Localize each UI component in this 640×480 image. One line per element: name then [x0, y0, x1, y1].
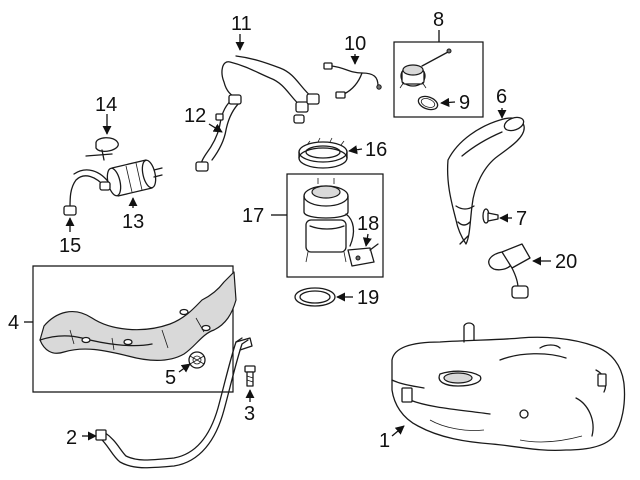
- part-1-fuel-tank[interactable]: [391, 322, 626, 452]
- group-box-4: [32, 265, 234, 393]
- leader-9: [440, 97, 456, 107]
- callout-20: 20: [555, 251, 577, 273]
- part-12-fuel-line[interactable]: [195, 94, 242, 172]
- part-14-clamp[interactable]: [85, 137, 119, 161]
- part-4-heat-shield[interactable]: [39, 271, 237, 361]
- callout-1: 1: [379, 430, 390, 452]
- leader-1: [391, 425, 405, 437]
- callout-6: 6: [496, 86, 507, 108]
- callout-2: 2: [66, 427, 77, 449]
- part-16-lock-ring[interactable]: [298, 137, 348, 169]
- part-6-filler-pipe[interactable]: [446, 115, 526, 245]
- part-13-fuel-filter[interactable]: [105, 159, 163, 197]
- callout-10: 10: [344, 33, 366, 55]
- part-11-fuel-line[interactable]: [221, 55, 320, 124]
- callout-14: 14: [95, 94, 117, 116]
- leader-12: [208, 123, 223, 133]
- part-2-tank-strap[interactable]: [95, 337, 253, 469]
- part-20-module[interactable]: [488, 243, 531, 299]
- callout-16: 16: [365, 139, 387, 161]
- leader-18: [362, 233, 372, 247]
- callout-9: 9: [459, 92, 470, 114]
- part-5-nut[interactable]: [188, 351, 206, 369]
- part-15-hose[interactable]: [63, 169, 111, 216]
- leader-5: [178, 363, 191, 373]
- callout-19: 19: [357, 287, 379, 309]
- callout-17: 17: [242, 205, 264, 227]
- callout-12: 12: [184, 105, 206, 127]
- callout-8: 8: [433, 9, 444, 31]
- callout-18: 18: [357, 213, 379, 235]
- callout-13: 13: [122, 211, 144, 233]
- callout-11: 11: [231, 13, 252, 35]
- part-9-oring[interactable]: [417, 94, 440, 112]
- callout-5: 5: [165, 367, 176, 389]
- part-17-fuel-pump[interactable]: [303, 178, 355, 263]
- callout-4: 4: [8, 312, 19, 334]
- callout-15: 15: [59, 235, 81, 257]
- part-7-rivet[interactable]: [482, 208, 499, 224]
- part-10-wire-harness[interactable]: [323, 62, 382, 99]
- part-18-level-sender[interactable]: [347, 243, 379, 267]
- callout-7: 7: [516, 208, 527, 230]
- part-8-cap[interactable]: [399, 48, 452, 89]
- part-3-bolt[interactable]: [244, 365, 256, 387]
- part-19-seal[interactable]: [294, 287, 336, 307]
- callout-3: 3: [244, 403, 255, 425]
- group-box-17: [286, 173, 384, 278]
- leader-16: [348, 145, 363, 155]
